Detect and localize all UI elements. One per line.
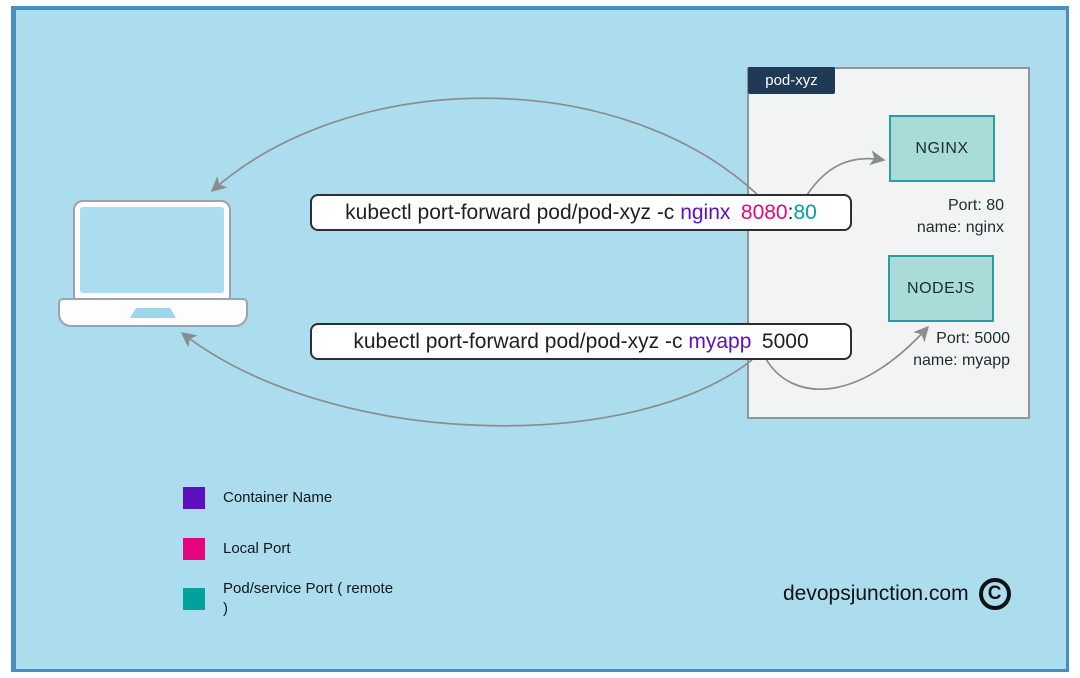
legend-item-local-port: Local Port — [183, 538, 291, 560]
nginx-port-info: Port: 80 name: nginx — [917, 195, 1004, 239]
footer: devopsjunction.com C — [783, 578, 1011, 610]
nginx-port-label: Port: 80 — [947, 197, 1004, 214]
copyright-icon: C — [978, 578, 1011, 610]
legend-label-container-name: Container Name — [223, 489, 333, 506]
container-nginx: NGINX — [889, 115, 995, 182]
laptop-screen-display — [80, 207, 224, 293]
cmd2-port: 5000 — [761, 329, 809, 353]
legend-label-pod-service-port: Pod/service Port ( remote ) — [223, 580, 394, 617]
legend-item-pod-service-port: Pod/service Port ( remote ) — [183, 579, 393, 619]
legend-swatch-purple — [183, 487, 205, 509]
cmd1-local-port: 8080 — [740, 200, 788, 224]
command-box-nginx: kubectl port-forward pod/pod-xyz -c ngin… — [310, 194, 852, 231]
cmd1-remote-port: 80 — [793, 200, 817, 224]
nodejs-port-label: Port: 5000 — [936, 330, 1010, 347]
cmd2-prefix: kubectl port-forward pod/pod-xyz -c — [353, 329, 683, 353]
legend-swatch-teal — [183, 588, 205, 610]
laptop-screen — [73, 200, 231, 300]
pod-label: pod-xyz — [748, 67, 835, 94]
laptop-notch — [130, 308, 176, 318]
site-name: devopsjunction.com — [783, 582, 969, 605]
cmd2-container-name: myapp — [688, 329, 752, 353]
legend-label-local-port: Local Port — [223, 540, 291, 557]
container-nodejs: NODEJS — [888, 255, 994, 322]
cmd1-prefix: kubectl port-forward pod/pod-xyz -c — [345, 200, 675, 224]
copyright-letter: C — [987, 583, 1002, 604]
command-box-myapp: kubectl port-forward pod/pod-xyz -c myap… — [310, 323, 852, 360]
nginx-name-label: name: nginx — [916, 219, 1004, 236]
laptop-base — [58, 298, 248, 327]
cmd1-colon: : — [787, 200, 794, 224]
nodejs-port-info: Port: 5000 name: myapp — [913, 328, 1010, 372]
cmd1-container-name: nginx — [680, 200, 731, 224]
legend-swatch-pink — [183, 538, 205, 560]
nodejs-name-label: name: myapp — [913, 352, 1010, 369]
legend-item-container-name: Container Name — [183, 487, 332, 509]
